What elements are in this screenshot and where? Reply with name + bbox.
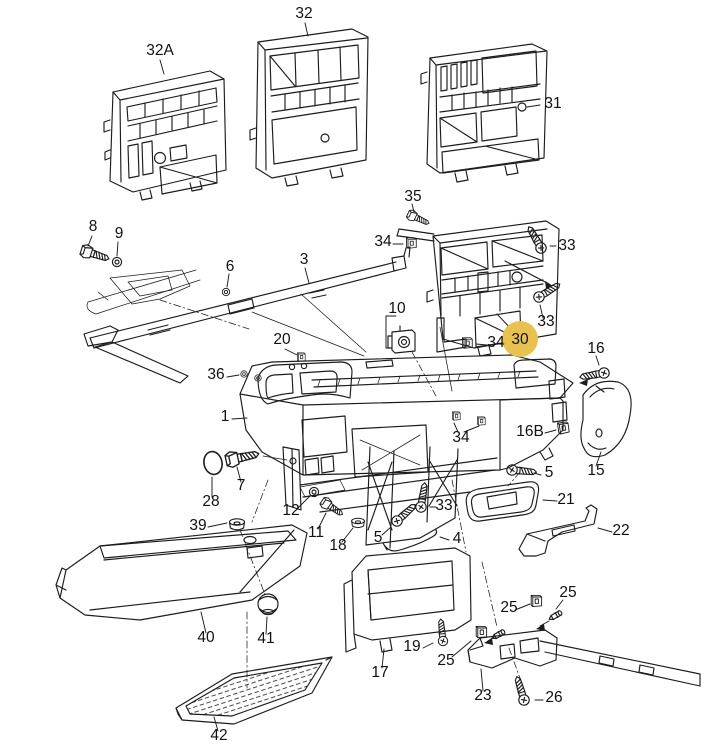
- clip-25-left-icon: [475, 625, 488, 639]
- part-label-31[interactable]: 31: [544, 95, 561, 112]
- part-label-8[interactable]: 8: [89, 218, 98, 235]
- part-label-42[interactable]: 42: [210, 727, 227, 744]
- part-label-33-bottom[interactable]: 33: [435, 497, 452, 514]
- part-label-19[interactable]: 19: [403, 638, 420, 655]
- part-label-25-mid[interactable]: 25: [500, 599, 517, 616]
- highlight-marker-30[interactable]: [502, 321, 538, 357]
- part-label-35[interactable]: 35: [404, 188, 421, 205]
- part-41-drawing: [257, 593, 279, 616]
- part-label-28[interactable]: 28: [202, 493, 219, 510]
- part-label-25-left[interactable]: 25: [437, 652, 454, 669]
- part-label-30[interactable]: 30: [511, 331, 529, 348]
- part-label-7[interactable]: 7: [237, 477, 246, 494]
- part-15-drawing: [580, 380, 632, 458]
- part-label-5-center[interactable]: 5: [374, 529, 383, 546]
- part-label-12[interactable]: 12: [282, 502, 299, 519]
- part-3-drawing: [83, 246, 411, 384]
- part-label-34-left[interactable]: 34: [374, 233, 392, 250]
- bolt-11-icon: [318, 495, 347, 520]
- part-label-36[interactable]: 36: [207, 366, 224, 383]
- part-label-17[interactable]: 17: [371, 664, 388, 681]
- washer-9-icon: [111, 256, 123, 268]
- part-22-drawing: [518, 504, 598, 557]
- part-label-1[interactable]: 1: [221, 408, 230, 425]
- screw-16-icon: [578, 366, 611, 383]
- part-label-25-right[interactable]: 25: [559, 584, 576, 601]
- pin-25-right-icon: [547, 609, 564, 623]
- part-label-39[interactable]: 39: [189, 517, 206, 534]
- screw-26-icon: [511, 674, 532, 708]
- leader-lines: [87, 22, 613, 732]
- clip-34-center-a-icon: [452, 411, 461, 421]
- part-label-32A[interactable]: 32A: [146, 42, 174, 59]
- part-label-3[interactable]: 3: [300, 251, 309, 268]
- part-label-33-mid[interactable]: 33: [537, 313, 554, 330]
- part-17-drawing: [343, 547, 472, 653]
- part-label-4[interactable]: 4: [453, 530, 462, 547]
- part-label-16[interactable]: 16: [587, 340, 604, 357]
- part-label-32[interactable]: 32: [295, 5, 312, 22]
- bolt-8-icon: [78, 242, 112, 266]
- part-label-6[interactable]: 6: [226, 258, 235, 275]
- clip-36-icon: [240, 370, 248, 378]
- clip-25-right-icon: [530, 594, 543, 608]
- part-label-41[interactable]: 41: [257, 630, 274, 647]
- part-label-9[interactable]: 9: [115, 225, 124, 242]
- part-label-16B[interactable]: 16B: [516, 423, 544, 440]
- bolt-7-icon: [223, 445, 262, 469]
- screw-35-icon: [405, 208, 432, 229]
- part-1-drawing: [239, 354, 574, 549]
- part-21-drawing: [465, 481, 540, 522]
- part-label-22[interactable]: 22: [612, 522, 629, 539]
- clip-20-icon: [297, 352, 306, 362]
- cap-28-icon: [203, 450, 223, 476]
- part-label-26[interactable]: 26: [545, 689, 562, 706]
- part-label-10[interactable]: 10: [388, 300, 406, 317]
- part-label-15[interactable]: 15: [587, 462, 604, 479]
- part-label-18[interactable]: 18: [329, 537, 346, 554]
- pin-25-left-icon: [490, 628, 507, 642]
- screw-5-center-icon: [389, 500, 420, 529]
- clip-34-center-b-icon: [477, 416, 486, 426]
- part-label-23[interactable]: 23: [474, 687, 491, 704]
- part-label-21[interactable]: 21: [557, 491, 574, 508]
- part-23-drawing: [467, 629, 701, 687]
- part-30-drawing: [396, 220, 560, 357]
- part-32a-drawing: [103, 70, 227, 201]
- part-label-40[interactable]: 40: [197, 629, 215, 646]
- part-31-drawing: [420, 43, 548, 183]
- part-32-drawing: [249, 28, 369, 187]
- body-sketch-drawing: [86, 269, 201, 315]
- clip-6-icon: [221, 287, 231, 297]
- part-label-34-center[interactable]: 34: [452, 429, 470, 446]
- cable-4-icon: [382, 529, 438, 552]
- grommet-39-icon: [228, 518, 246, 531]
- clip-34-left-icon: [406, 237, 417, 249]
- part-label-11[interactable]: 11: [308, 524, 324, 541]
- part-label-20[interactable]: 20: [273, 331, 291, 348]
- clip-10-icon: [387, 325, 416, 354]
- grommet-18-icon: [351, 517, 365, 529]
- part-label-34-mid[interactable]: 34: [487, 334, 505, 351]
- part-42-drawing: [175, 656, 333, 725]
- part-40-drawing: [55, 524, 308, 621]
- part-label-33-top[interactable]: 33: [558, 237, 575, 254]
- part-label-5-right[interactable]: 5: [545, 464, 554, 481]
